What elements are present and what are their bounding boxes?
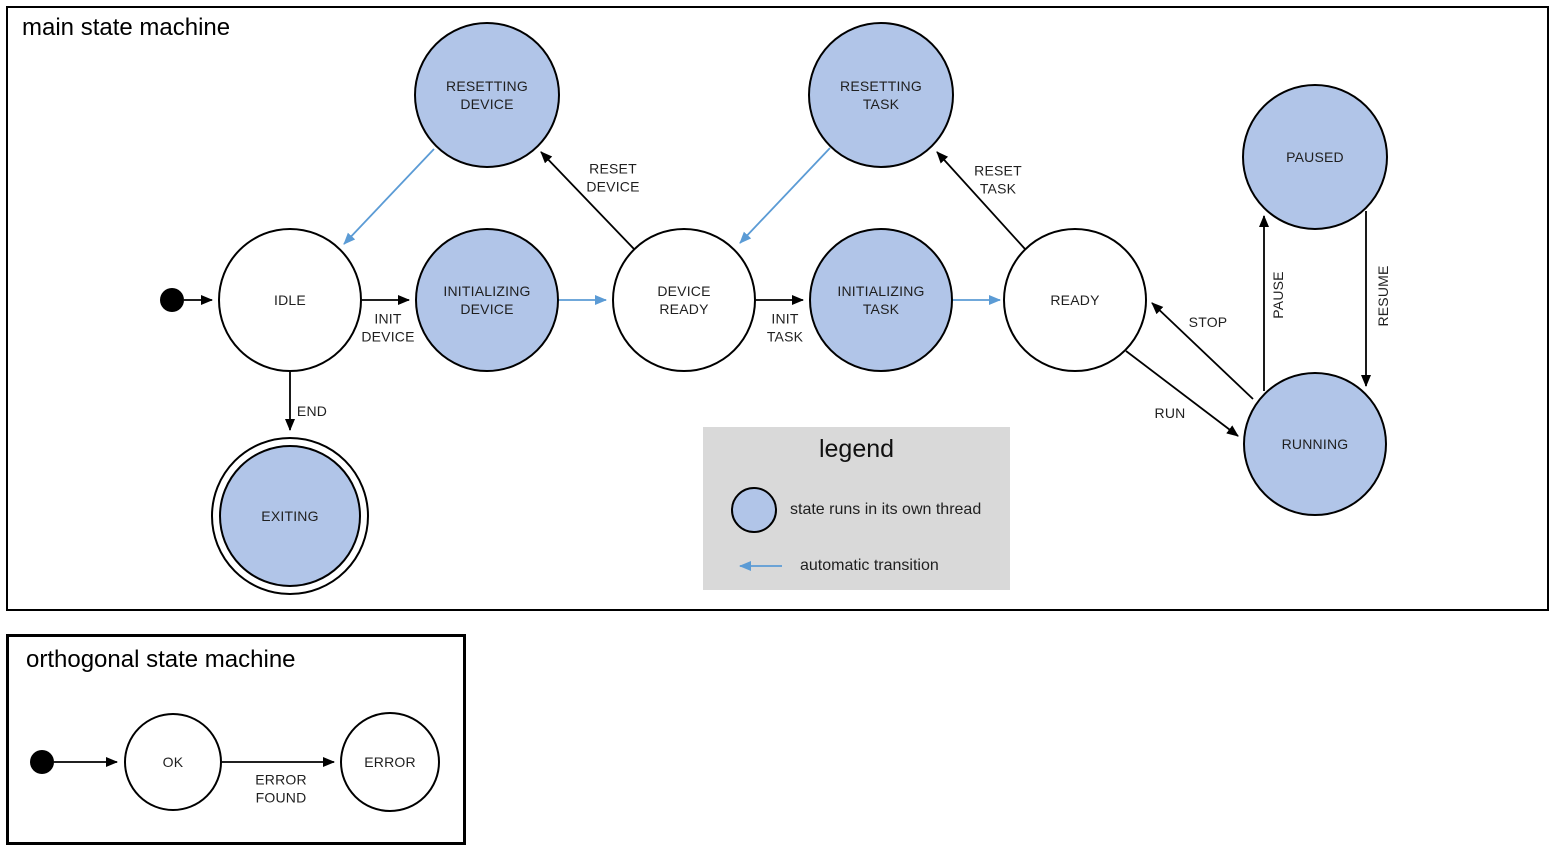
state-label: INITIALIZING TASK xyxy=(837,282,925,317)
state-running: RUNNING xyxy=(1243,372,1387,516)
edge-ready-to-running-run xyxy=(1125,350,1239,437)
main-state-machine-frame xyxy=(6,6,1549,611)
state-label: ERROR xyxy=(364,753,416,770)
state-ok: OK xyxy=(124,713,222,811)
state-exiting-inner-circle: EXITING xyxy=(219,445,361,587)
state-label: RESETTING TASK xyxy=(840,77,922,112)
state-device-ready: DEVICE READY xyxy=(612,228,756,372)
edge-label-pause: PAUSE xyxy=(1269,271,1286,319)
initial-state-dot-orthogonal xyxy=(30,750,54,774)
state-resetting-device: RESETTING DEVICE xyxy=(414,22,560,168)
edge-label-stop: STOP xyxy=(1188,313,1228,330)
edge-label-init-task: INIT TASK xyxy=(766,310,804,345)
legend-automatic-transition-label: automatic transition xyxy=(800,557,939,574)
initial-state-dot-main xyxy=(160,288,184,312)
edge-label-end: END xyxy=(296,402,328,419)
orthogonal-state-machine-frame xyxy=(6,634,466,845)
state-label: INITIALIZING DEVICE xyxy=(443,282,531,317)
edge-label-error-found: ERROR FOUND xyxy=(255,771,307,806)
edge-resetting-task-to-device-ready-auto xyxy=(739,147,831,244)
state-initializing-task: INITIALIZING TASK xyxy=(809,228,953,372)
edge-running-to-ready-stop xyxy=(1151,302,1254,400)
state-label: IDLE xyxy=(274,291,306,308)
thread-state-sample-icon xyxy=(731,487,777,533)
state-label: OK xyxy=(162,753,184,770)
edge-label-reset-device: RESET DEVICE xyxy=(586,160,640,195)
state-label: READY xyxy=(1050,291,1100,308)
legend-thread-state-label: state runs in its own thread xyxy=(790,501,982,518)
state-error: ERROR xyxy=(340,712,440,812)
orthogonal-panel-title: orthogonal state machine xyxy=(26,646,296,673)
state-paused: PAUSED xyxy=(1242,84,1388,230)
edge-ready-to-resetting-task xyxy=(936,151,1026,250)
state-label: RUNNING xyxy=(1281,435,1349,452)
state-label: DEVICE READY xyxy=(657,282,711,317)
legend-box: legend state runs in its own thread auto… xyxy=(703,427,1010,590)
state-exiting-final: EXITING xyxy=(211,437,369,595)
state-initializing-device: INITIALIZING DEVICE xyxy=(415,228,559,372)
edge-label-run: RUN xyxy=(1154,404,1186,421)
edge-resetting-device-to-idle-auto xyxy=(343,148,435,245)
edge-label-init-device: INIT DEVICE xyxy=(361,310,415,345)
main-panel-title: main state machine xyxy=(22,14,231,41)
state-label: EXITING xyxy=(261,507,319,524)
state-resetting-task: RESETTING TASK xyxy=(808,22,954,168)
edge-device-ready-to-resetting-device xyxy=(540,151,635,250)
state-ready: READY xyxy=(1003,228,1147,372)
legend-title: legend xyxy=(818,435,895,463)
state-label: PAUSED xyxy=(1286,148,1344,165)
state-idle: IDLE xyxy=(218,228,362,372)
edge-label-resume: RESUME xyxy=(1374,265,1391,327)
state-label: RESETTING DEVICE xyxy=(446,77,528,112)
edge-label-reset-task: RESET TASK xyxy=(974,162,1022,197)
automatic-transition-sample-icon xyxy=(739,561,782,571)
